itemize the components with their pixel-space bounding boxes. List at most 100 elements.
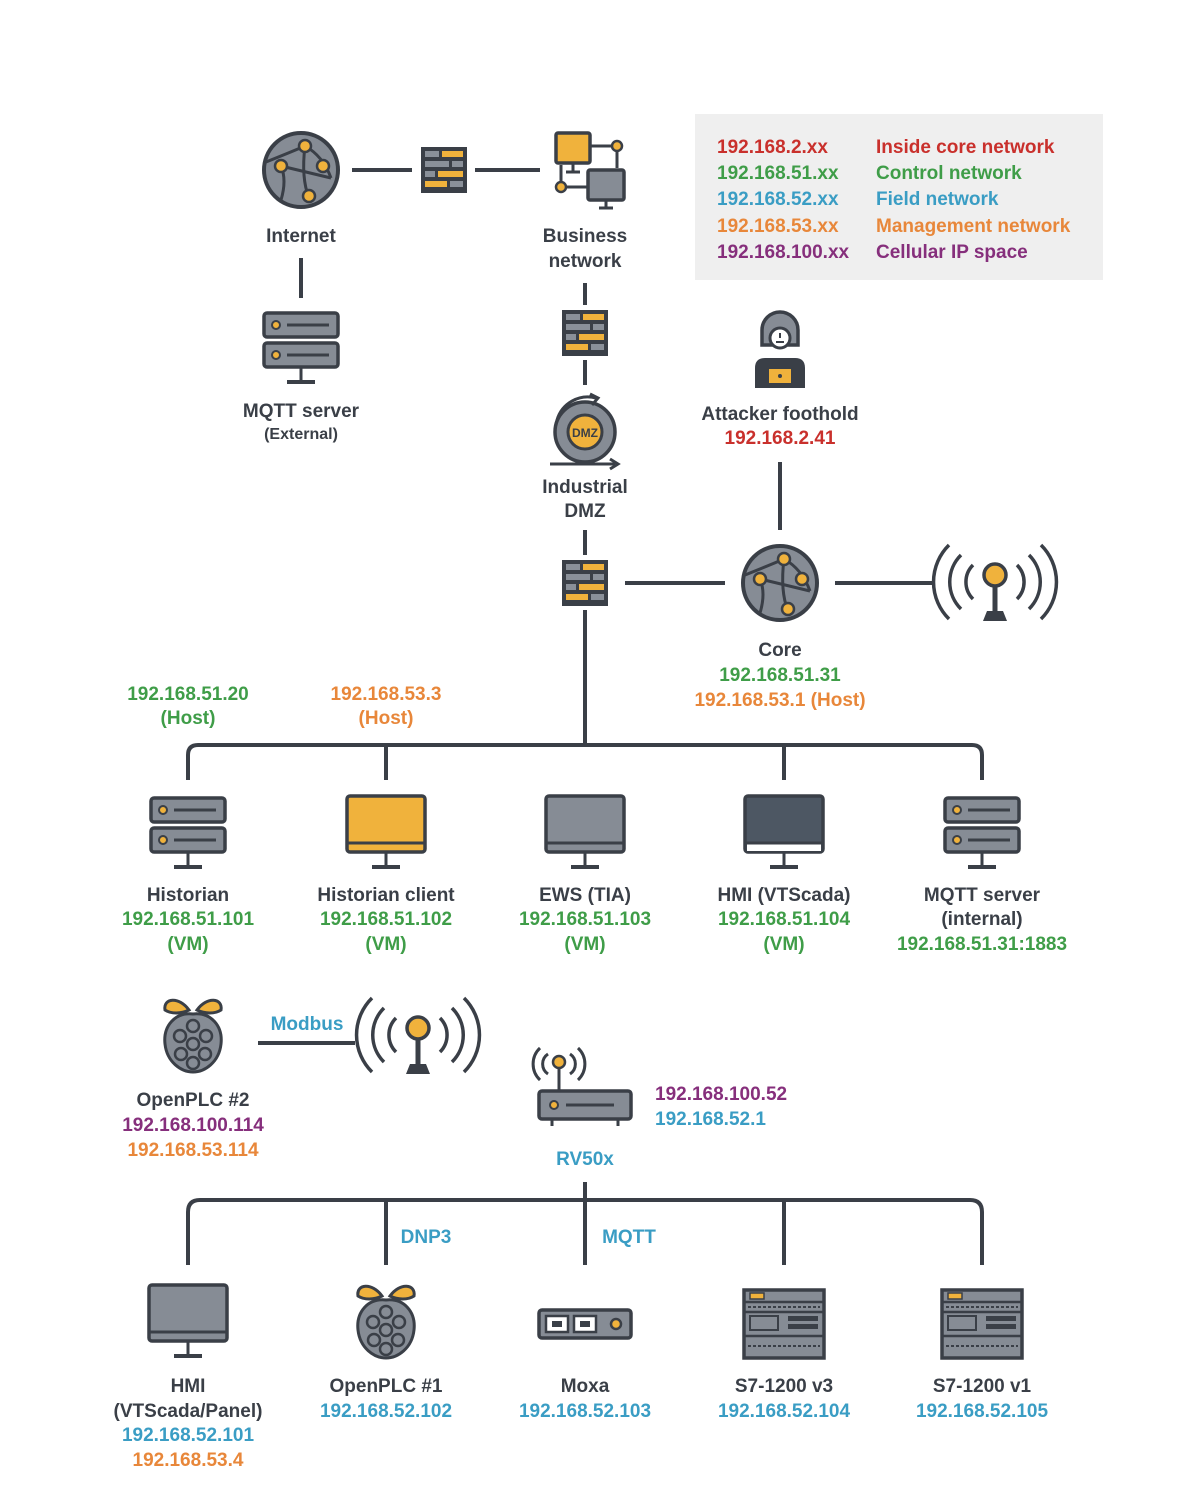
mqtt-internal-ip: 192.168.51.31:1883 [897,934,1067,955]
legend-box [695,114,1103,280]
legend-range-management: 192.168.53.xx [717,216,839,237]
antenna-icon [357,998,480,1074]
node-rv50x: 192.168.100.52 192.168.52.1 RV50x [531,1046,787,1170]
dmz-label-line2: DMZ [564,501,606,522]
core-ip-control: 192.168.51.31 [719,665,841,686]
node-s7-1200-v3: S7-1200 v3 192.168.52.104 [718,1288,851,1422]
openplc2-label: OpenPLC #2 [137,1090,250,1111]
historian-ip: 192.168.51.101 [122,909,255,930]
ews-ip: 192.168.51.103 [519,909,651,930]
node-openplc-2: OpenPLC #2 192.168.100.114 192.168.53.11… [122,998,264,1161]
historian-sub: (VM) [167,934,208,955]
legend: 192.168.2.xx Inside core network 192.168… [695,114,1103,280]
hmi-panel-ip-field: 192.168.52.101 [122,1425,255,1446]
mqtt-external-label: MQTT server [243,401,360,422]
hmi-panel-label-line2: (VTScada/Panel) [114,1401,263,1422]
monitor-icon [544,794,626,869]
host-control-sub: (Host) [161,708,216,729]
plc-icon [742,1288,826,1360]
internet-label: Internet [266,226,336,247]
server-icon [943,796,1021,869]
attacker-ip: 192.168.2.41 [725,428,836,449]
node-moxa: Moxa 192.168.52.103 [519,1308,651,1422]
node-industrial-dmz: DMZ Industrial DMZ [542,392,628,522]
plc-icon [940,1288,1024,1360]
rv50x-label: RV50x [556,1149,614,1170]
ews-sub: (VM) [564,934,605,955]
legend-range-control: 192.168.51.xx [717,163,839,184]
rv50x-ip-cellular: 192.168.100.52 [655,1084,787,1105]
mqtt-external-sub: (External) [264,426,338,443]
historian-label: Historian [147,885,229,906]
openplc2-ip-management: 192.168.53.114 [127,1140,258,1161]
openplc1-label: OpenPLC #1 [330,1376,443,1397]
legend-label-field: Field network [876,189,999,210]
dnp3-label: DNP3 [401,1227,452,1248]
s7v3-label: S7-1200 v3 [735,1376,833,1397]
core-label: Core [758,640,801,661]
node-hmi-panel: HMI (VTScada/Panel) 192.168.52.101 192.1… [114,1283,263,1471]
hmi-panel-ip-management: 192.168.53.4 [133,1450,244,1471]
node-hmi-vtscada: HMI (VTScada) 192.168.51.104 (VM) [717,794,851,955]
legend-range-cellular: 192.168.100.xx [717,242,850,263]
host-control-ip: 192.168.51.20 [127,684,249,705]
node-historian: Historian 192.168.51.101 (VM) [122,796,255,955]
historian-client-ip: 192.168.51.102 [320,909,452,930]
legend-label-management: Management network [876,216,1071,237]
hmi-vtscada-label: HMI (VTScada) [717,885,850,906]
raspberry-pi-icon [356,1284,416,1360]
dmz-label-line1: Industrial [542,477,628,498]
modbus-label: Modbus [271,1014,344,1035]
s7v3-ip: 192.168.52.104 [718,1401,851,1422]
firewall-icon [562,560,608,606]
mqtt-link-label: MQTT [602,1227,656,1248]
hmi-vtscada-sub: (VM) [763,934,804,955]
legend-range-core: 192.168.2.xx [717,137,828,158]
node-internet: Internet [262,131,340,247]
s7v1-label: S7-1200 v1 [933,1376,1032,1397]
legend-range-field: 192.168.52.xx [717,189,839,210]
globe-icon [741,544,819,622]
hmi-vtscada-ip: 192.168.51.104 [718,909,851,930]
mqtt-internal-sub: (internal) [941,909,1022,930]
business-label-line1: Business [543,226,627,247]
moxa-label: Moxa [561,1376,610,1397]
business-label-line2: network [549,251,622,272]
monitor-icon [345,794,427,869]
node-attacker-foothold: Attacker foothold 192.168.2.41 [701,310,859,449]
legend-label-cellular: Cellular IP space [876,242,1028,263]
connector-lines [186,168,984,1265]
historian-client-label: Historian client [317,885,455,906]
node-ews: EWS (TIA) 192.168.51.103 (VM) [519,794,651,955]
attacker-label: Attacker foothold [701,404,858,425]
router-icon [531,1046,633,1126]
node-historian-client: Historian client 192.168.51.102 (VM) [317,794,455,955]
legend-label-control: Control network [876,163,1022,184]
business-network-icon [554,131,626,210]
openplc2-ip-cellular: 192.168.100.114 [122,1115,264,1136]
dmz-badge: DMZ [572,426,598,440]
core-ip-management: 192.168.53.1 (Host) [694,690,865,711]
node-mqtt-internal: MQTT server (internal) 192.168.51.31:188… [897,796,1067,955]
rv50x-ip-field: 192.168.52.1 [655,1109,766,1130]
server-icon [149,796,227,869]
moxa-ip: 192.168.52.103 [519,1401,651,1422]
ews-label: EWS (TIA) [539,885,631,906]
monitor-icon [743,794,825,869]
mqtt-internal-label: MQTT server [924,885,1041,906]
s7v1-ip: 192.168.52.105 [916,1401,1049,1422]
globe-icon [262,131,340,209]
openplc1-ip: 192.168.52.102 [320,1401,452,1422]
node-mqtt-external: MQTT server (External) [243,311,360,443]
host-management-sub: (Host) [359,708,414,729]
server-icon [262,311,340,384]
node-business-network: Business network [543,131,627,272]
moxa-device-icon [537,1308,633,1340]
attacker-icon [755,310,805,388]
node-openplc-1: OpenPLC #1 192.168.52.102 [320,1284,452,1422]
node-s7-1200-v1: S7-1200 v1 192.168.52.105 [916,1288,1049,1422]
raspberry-pi-icon [163,998,223,1074]
dmz-icon: DMZ [550,392,621,471]
firewall-icon [562,310,608,356]
